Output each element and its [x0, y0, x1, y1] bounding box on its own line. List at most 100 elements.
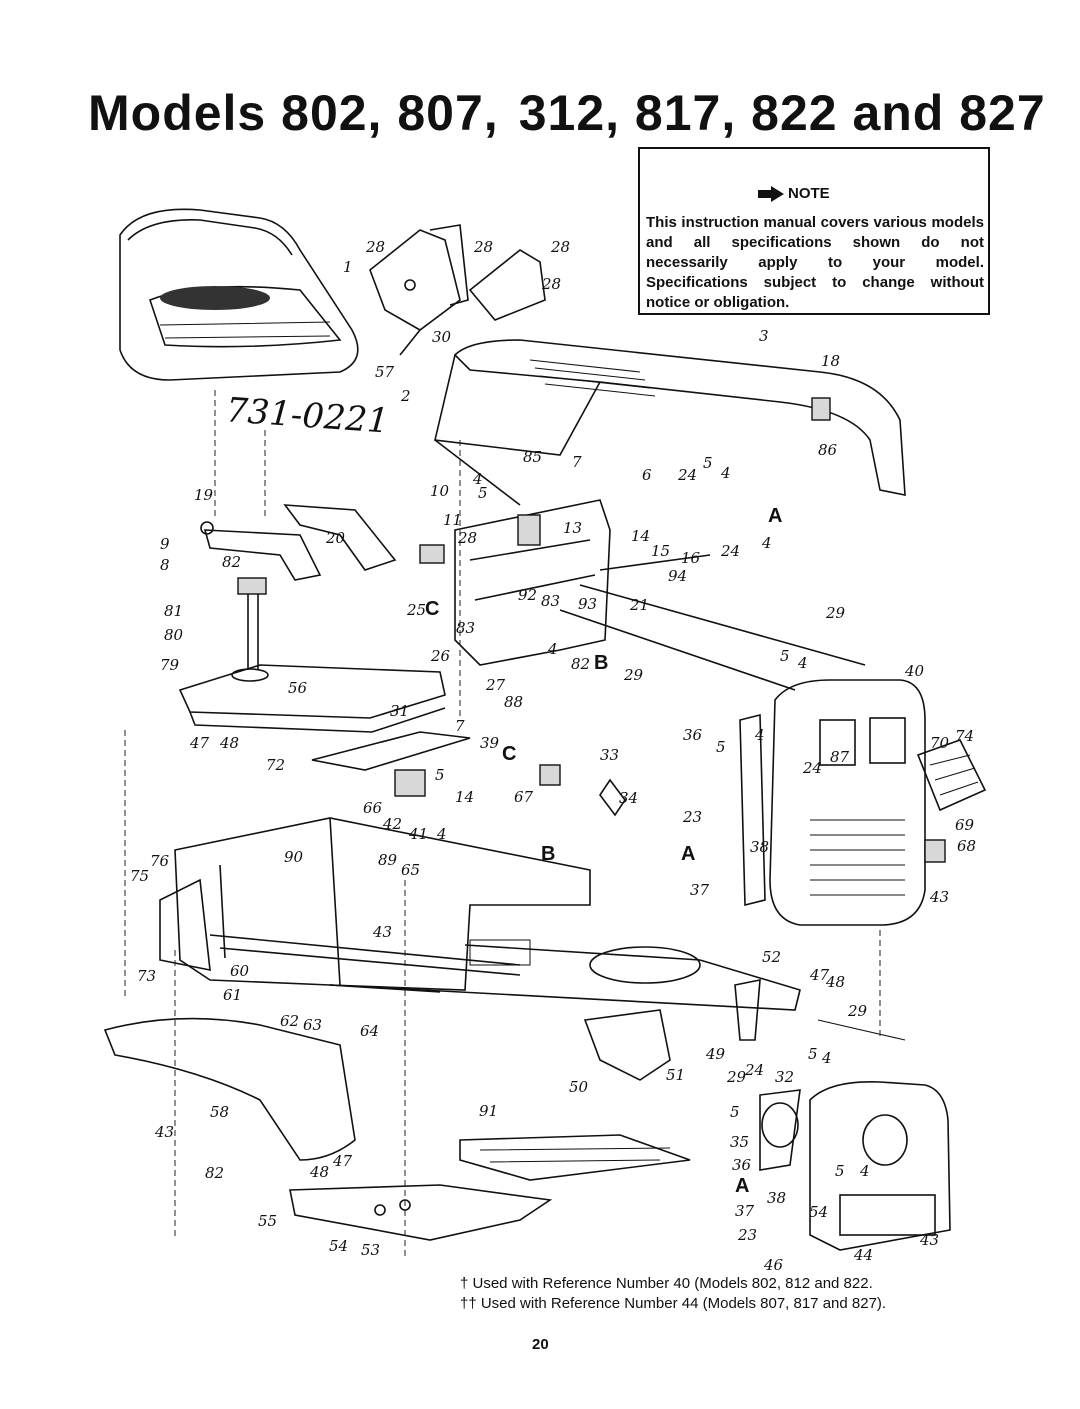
- tank-cover-drawing: [178, 577, 446, 733]
- rods-drawing: [559, 554, 906, 1041]
- callout-label: A: [768, 505, 782, 527]
- callout-label: 28: [473, 238, 493, 256]
- seat-bracket-drawing: [369, 224, 546, 356]
- callout-label: 53: [361, 1241, 380, 1259]
- callout-label: 56: [288, 679, 308, 697]
- callout-label: 5: [478, 484, 488, 502]
- callout-label: 19: [194, 486, 214, 504]
- arrow-right-icon: [758, 185, 784, 202]
- callout-label: 27: [485, 676, 506, 694]
- callout-label: 89: [378, 851, 398, 869]
- dash-plate-drawing: [311, 731, 626, 817]
- callout-label: 28: [365, 238, 385, 256]
- callout-label: 69: [955, 816, 975, 834]
- callout-label: 82: [222, 553, 241, 571]
- callout-label: 90: [284, 848, 304, 866]
- callout-label: 79: [160, 656, 180, 674]
- footnote: † Used with Reference Number 40 (Models …: [460, 1275, 873, 1292]
- callout-label: 4: [797, 654, 808, 672]
- fender-drawing: [103, 1017, 356, 1161]
- callout-label: 47: [809, 966, 830, 984]
- callout-label: 14: [455, 788, 474, 806]
- callout-label: 67: [514, 788, 534, 806]
- callout-label: 5: [435, 766, 445, 784]
- callout-label: 83: [541, 592, 560, 610]
- callout-label: 5: [780, 647, 790, 665]
- callout-label: C: [502, 743, 516, 765]
- callout-label: 28: [541, 275, 561, 293]
- callout-label: 4: [761, 534, 772, 552]
- callout-label: 4: [436, 825, 447, 843]
- callout-label: 94: [668, 567, 687, 585]
- callout-label: 2: [400, 387, 411, 405]
- note-box: NOTE This instruction manual covers vari…: [638, 147, 990, 315]
- callout-label: 8: [160, 556, 170, 574]
- callout-label: 83: [456, 619, 475, 637]
- callout-label: A: [681, 843, 695, 865]
- callout-label: 25: [406, 601, 426, 619]
- callout-label: 32: [775, 1068, 794, 1086]
- callout-label: 43: [929, 888, 949, 906]
- callout-label: 46: [763, 1256, 784, 1274]
- callout-label: 21: [629, 596, 649, 614]
- callout-label: 75: [130, 867, 149, 885]
- page-number: 20: [532, 1336, 549, 1353]
- dash-panel-drawing: [419, 499, 611, 666]
- callout-label: 43: [372, 923, 392, 941]
- callout-label: 47: [332, 1152, 353, 1170]
- callout-label: 15: [651, 542, 670, 560]
- callout-label: 91: [479, 1102, 498, 1120]
- callout-label: 82: [571, 655, 590, 673]
- callout-label: 43: [154, 1123, 174, 1141]
- callout-label: 38: [767, 1189, 786, 1207]
- callout-label: 87: [830, 748, 850, 766]
- callout-label: 36: [683, 726, 703, 744]
- callout-label: 3: [759, 327, 769, 345]
- callout-label: 29: [726, 1068, 747, 1086]
- callout-label: 4: [821, 1049, 832, 1067]
- callout-label: 93: [578, 595, 597, 613]
- callout-label: 5: [703, 454, 713, 472]
- callout-label: 37: [690, 881, 710, 899]
- callout-label: 36: [732, 1156, 752, 1174]
- callout-label: 80: [164, 626, 184, 644]
- bottom-plate-drawing: [289, 1184, 553, 1241]
- footrest-drawing: [459, 1134, 691, 1181]
- footnote: †† Used with Reference Number 44 (Models…: [460, 1295, 887, 1312]
- callout-label: 4: [547, 640, 558, 658]
- callout-label: 5: [730, 1103, 740, 1121]
- callout-label: 74: [955, 727, 974, 745]
- lower-grille-drawing: [759, 1081, 951, 1251]
- callout-label: 31: [390, 702, 409, 720]
- callout-label: 35: [730, 1133, 749, 1151]
- callout-label: 72: [266, 756, 285, 774]
- callout-label: B: [541, 843, 555, 865]
- callout-label: 5: [808, 1045, 818, 1063]
- callout-label: 37: [735, 1202, 755, 1220]
- reference-lines: [124, 390, 881, 1260]
- seat-drawing: [119, 208, 359, 381]
- callout-label: 54: [329, 1237, 348, 1255]
- callout-label: 63: [303, 1016, 322, 1034]
- callout-label: 62: [280, 1012, 299, 1030]
- callout-label: 48: [219, 734, 239, 752]
- callout-label: 48: [309, 1163, 329, 1181]
- callout-label: 40: [904, 662, 925, 680]
- callout-label: 47: [189, 734, 210, 752]
- callout-label: 5: [716, 738, 726, 756]
- callout-label: 73: [137, 967, 156, 985]
- callout-label: 57: [375, 363, 395, 381]
- callout-label: 64: [360, 1022, 379, 1040]
- callout-label: 26: [430, 647, 451, 665]
- callout-label: 24: [677, 466, 697, 484]
- note-heading-label: NOTE: [788, 185, 830, 202]
- callout-label: B: [594, 652, 608, 674]
- callout-label: 23: [737, 1226, 757, 1244]
- callout-label: 81: [164, 602, 183, 620]
- callout-label: 16: [681, 549, 701, 567]
- note-text: This instruction manual covers various m…: [646, 214, 984, 311]
- callout-label: 4: [754, 726, 765, 744]
- callout-label: 28: [550, 238, 570, 256]
- tank-bracket-drawing: [200, 504, 397, 581]
- callout-label: 23: [682, 808, 702, 826]
